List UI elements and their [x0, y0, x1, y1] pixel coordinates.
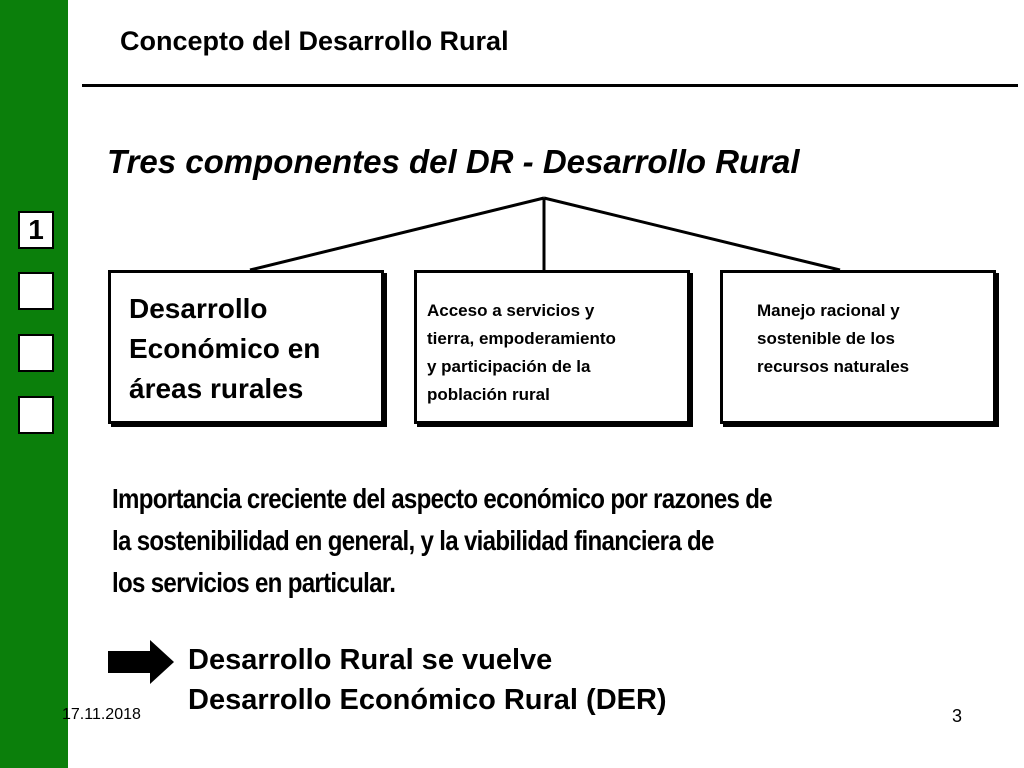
component-line: áreas rurales — [129, 373, 304, 404]
paragraph-line: los servicios en particular. — [112, 567, 396, 598]
importance-paragraph: Importancia creciente del aspecto económ… — [112, 478, 852, 604]
diagram-heading: Tres componentes del DR - Desarrollo Rur… — [107, 143, 800, 180]
paragraph-line: Importancia creciente del aspecto económ… — [112, 483, 773, 514]
right-arrow-icon — [108, 640, 174, 684]
nav-box-4[interactable] — [18, 396, 54, 434]
component-line: recursos naturales — [757, 357, 910, 376]
component-box-economic: Desarrollo Económico en áreas rurales — [108, 270, 384, 424]
component-line: Acceso a servicios y — [427, 301, 595, 320]
nav-box-2[interactable] — [18, 272, 54, 310]
conclusion-line: Desarrollo Rural se vuelve — [188, 644, 553, 676]
component-box-access: Acceso a servicios y tierra, empoderamie… — [414, 270, 690, 424]
green-sidebar — [0, 0, 68, 768]
nav-box-1[interactable]: 1 — [18, 211, 54, 249]
component-line: Manejo racional y — [757, 301, 900, 320]
component-line: y participación de la — [427, 357, 591, 376]
conclusion-line: Desarrollo Económico Rural (DER) — [188, 684, 667, 716]
component-line: Desarrollo — [129, 293, 268, 324]
component-line: sostenible de los — [757, 329, 895, 348]
slide-title: Concepto del Desarrollo Rural — [120, 26, 509, 56]
paragraph-line: la sostenibilidad en general, y la viabi… — [112, 525, 714, 556]
component-line: tierra, empoderamiento — [427, 329, 616, 348]
conclusion-text: Desarrollo Rural se vuelve Desarrollo Ec… — [188, 640, 667, 720]
component-box-resources: Manejo racional y sostenible de los recu… — [720, 270, 996, 424]
nav-box-3[interactable] — [18, 334, 54, 372]
connector-right — [543, 196, 841, 272]
connector-left — [249, 196, 545, 272]
component-line: población rural — [427, 385, 550, 404]
footer-date: 17.11.2018 — [62, 706, 141, 723]
page-number: 3 — [952, 706, 963, 726]
component-line: Económico en — [129, 333, 321, 364]
title-divider — [82, 84, 1018, 87]
